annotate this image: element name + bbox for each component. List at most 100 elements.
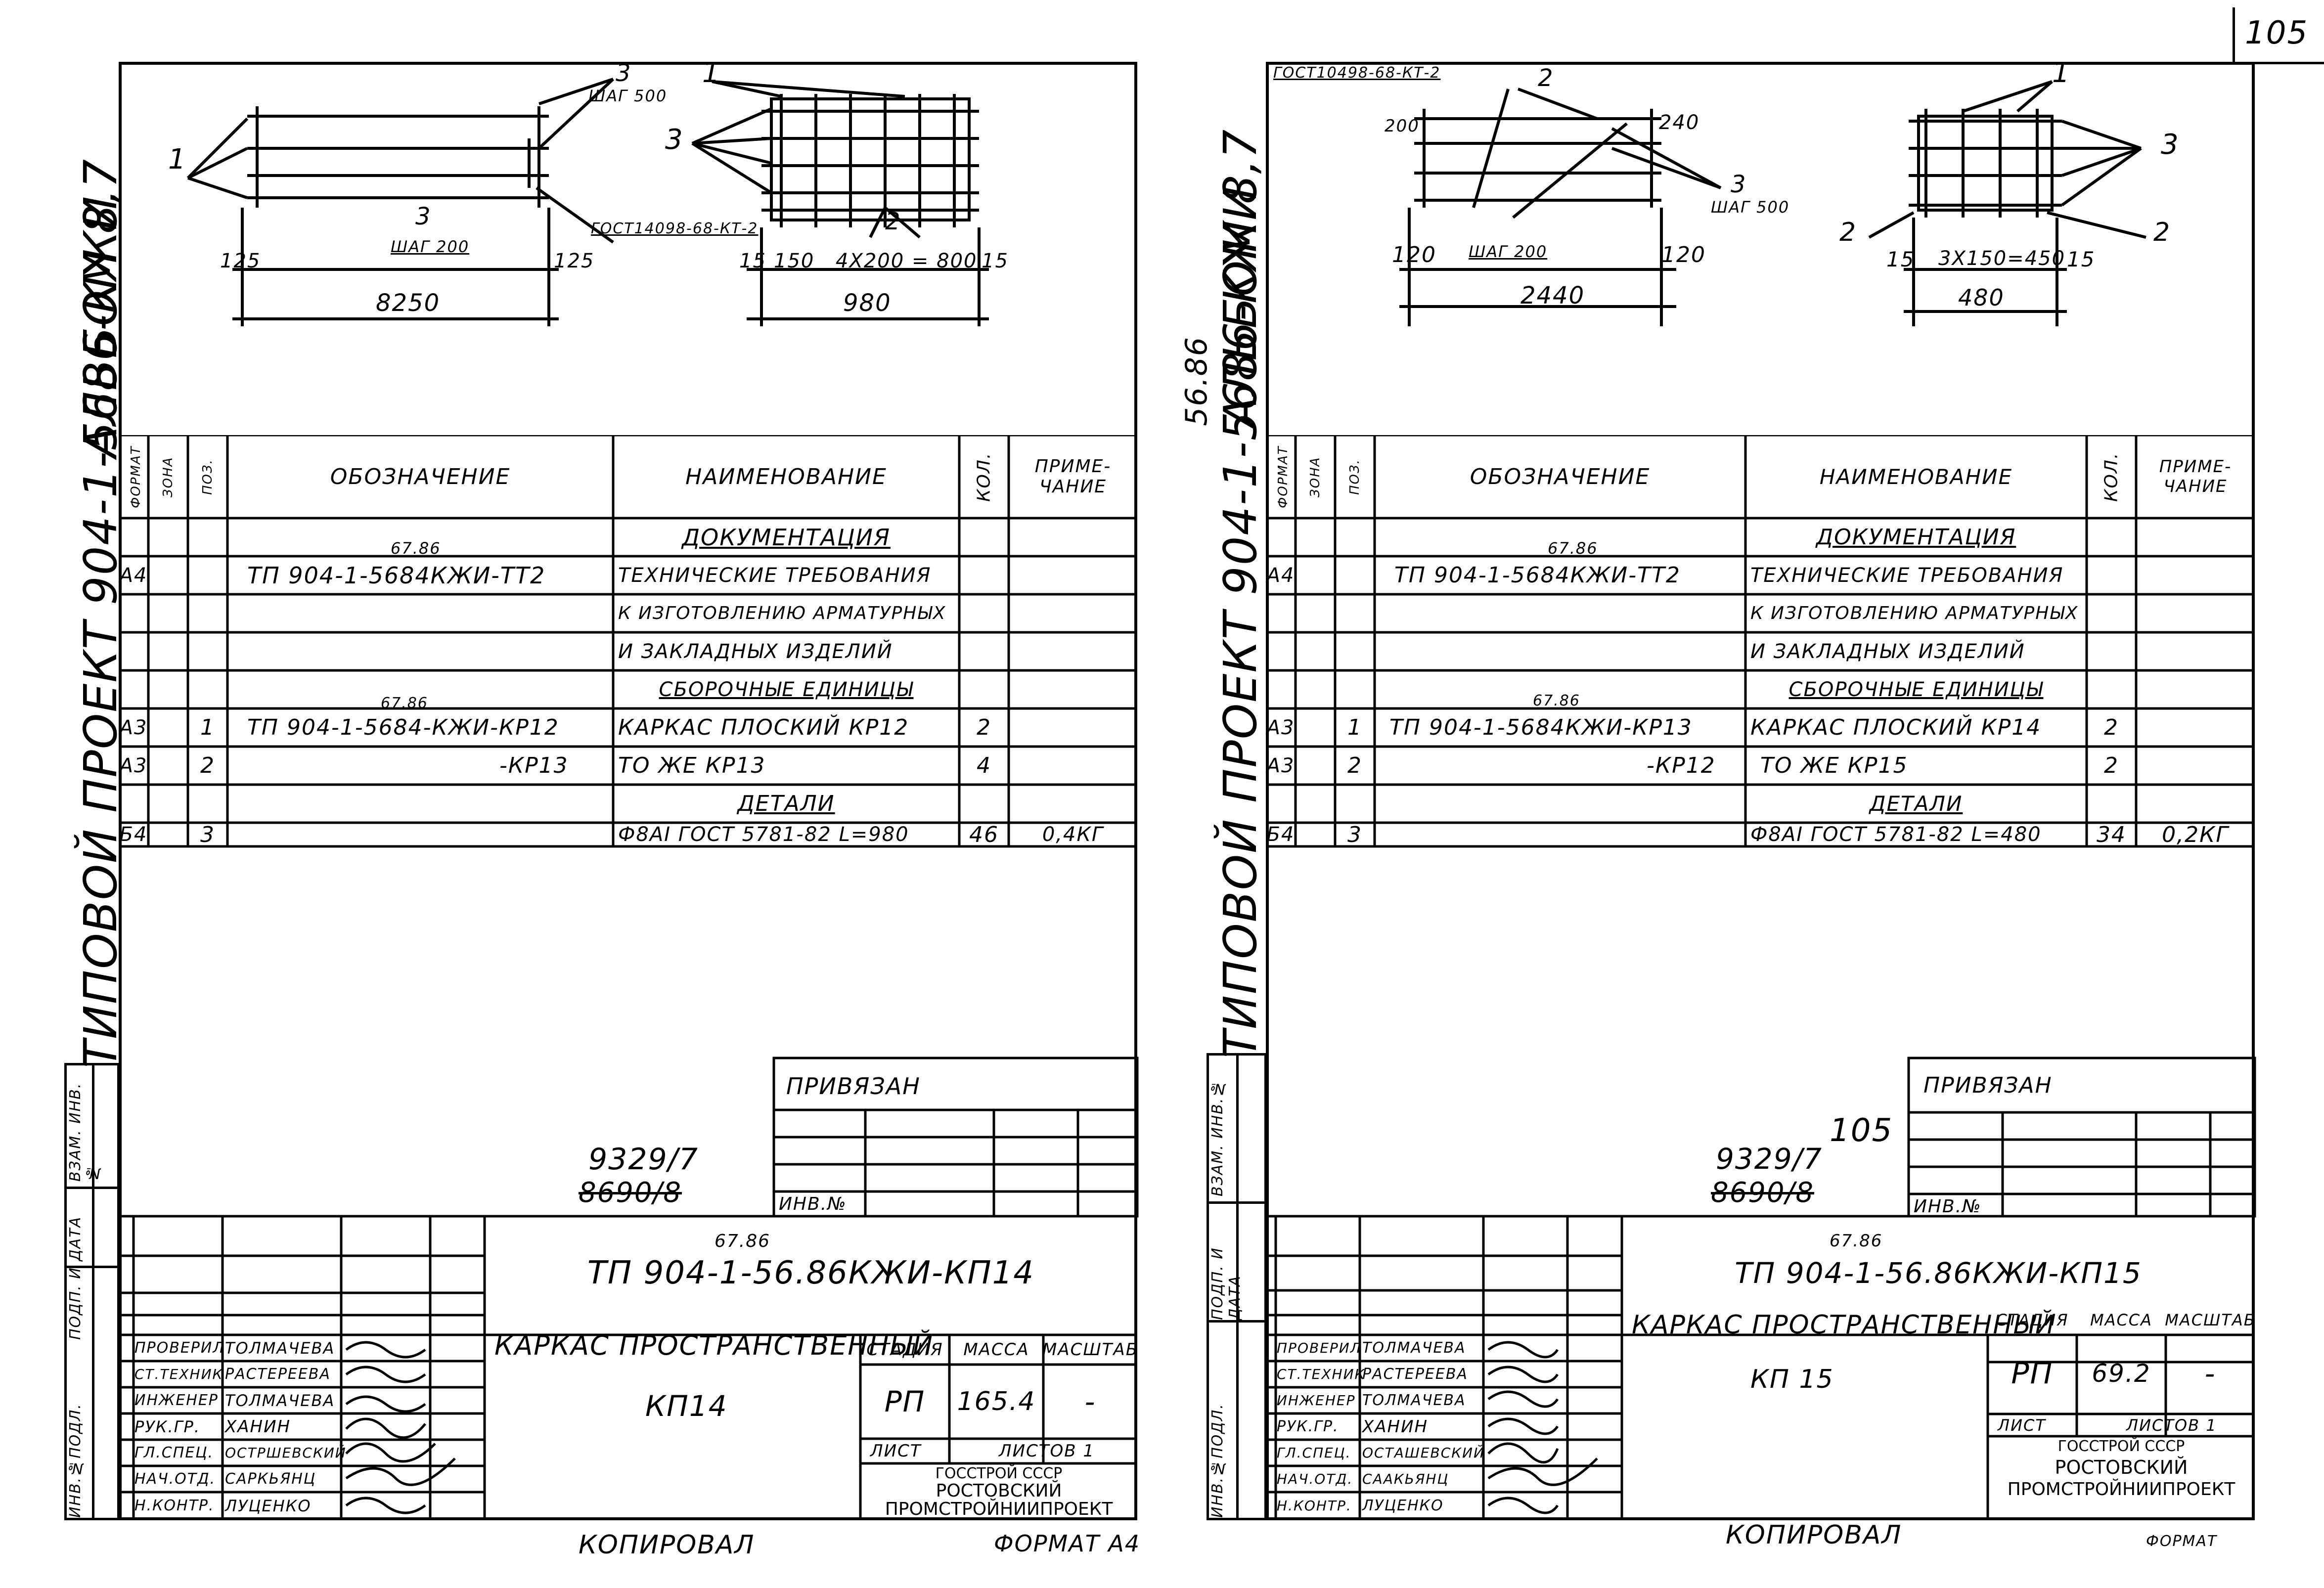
spec-qty: 2 <box>2104 715 2119 740</box>
dim-150: 150 <box>774 250 815 272</box>
spec-designation: ТП 904-1-5684КЖИ-КР13 <box>1389 715 1693 740</box>
role: Инженер <box>1277 1392 1356 1409</box>
sheet-frame <box>1266 62 2255 1520</box>
person: Осташевский <box>1362 1445 1485 1461</box>
spec-format: А4 <box>119 564 148 587</box>
role: Н.контр. <box>134 1497 215 1514</box>
role: Инженер <box>134 1392 219 1409</box>
spec-table <box>1266 435 2255 905</box>
col-name: Наименование <box>1819 464 2013 489</box>
spec-designation: ТП 904-1-5684КЖИ-ТТ2 <box>247 562 546 589</box>
dim-15-a: 15 <box>739 250 766 272</box>
role: Рук.гр. <box>1277 1418 1339 1435</box>
col-designation: Обозначение <box>1470 464 1651 489</box>
spec-table <box>119 435 1137 905</box>
role: Рук.гр. <box>134 1417 200 1436</box>
spec-name: Каркас плоский КР14 <box>1750 715 2042 740</box>
person: Толмачева <box>225 1391 335 1410</box>
person: Луценко <box>1362 1497 1444 1514</box>
spec-pos: 3 <box>1347 822 1362 847</box>
sheet-number-current: 9329/7 <box>1716 1142 1823 1176</box>
role: Гл.спец. <box>134 1444 214 1461</box>
col-designation: Обозначение <box>330 464 511 489</box>
org-line-3: ПРОМСТРОЙНИИПРОЕКТ <box>2007 1479 2235 1500</box>
scale-value: - <box>1084 1385 1096 1418</box>
spec-section: Детали <box>737 791 835 816</box>
spec-section: Документация <box>682 524 891 551</box>
sheet-number-extra: 105 <box>1830 1112 1893 1149</box>
callout-3: 3 <box>2161 129 2180 161</box>
person: Саакьянц <box>1362 1471 1449 1487</box>
spec-name: ф8АI ГОСТ 5781-82 l=980 <box>618 823 909 846</box>
drawing-title-2: КП 15 <box>1750 1365 1834 1394</box>
spec-name: Технические требования <box>1750 564 2064 587</box>
dim-2440: 2440 <box>1520 282 1585 309</box>
copied-by: Копировал <box>579 1530 755 1560</box>
org-line-3: ПРОМСТРОЙНИИПРОЕКТ <box>885 1499 1113 1519</box>
person: Ханин <box>1362 1416 1429 1437</box>
dim-3x150: 3х150=450 <box>1938 247 2066 270</box>
spec-name: То же КР13 <box>618 753 766 778</box>
step-200-label: шаг 200 <box>1469 242 1548 261</box>
spec-format: А3 <box>119 716 148 739</box>
role: Ст.техник <box>1277 1366 1366 1382</box>
dim-125-b: 125 <box>554 250 595 272</box>
spec-designation: ТП 904-1-5684-КЖИ-КР12 <box>247 715 559 740</box>
scale-value: - <box>2204 1356 2216 1390</box>
designation-fix: 67.86 <box>381 695 428 712</box>
spec-section: Детали <box>1869 792 1963 816</box>
spec-note: 0,2кг <box>2162 822 2229 847</box>
inv-no-label: Инв.№ <box>779 1194 847 1214</box>
callout-2: 2 <box>1538 64 1554 92</box>
spec-format: А3 <box>1266 754 1295 777</box>
dim-15-b: 15 <box>982 250 1009 272</box>
col-scale: Масштаб <box>2165 1311 2256 1329</box>
role: Проверил <box>134 1339 225 1357</box>
dim-125-a: 125 <box>220 250 261 272</box>
role: Нач.отд. <box>1277 1471 1353 1487</box>
spec-format: А3 <box>119 754 148 777</box>
spec-pos: 1 <box>200 715 215 740</box>
callout-1b: 1 <box>702 57 721 89</box>
org-line-2: РОСТОВСКИЙ <box>2055 1456 2188 1478</box>
spec-name: Технические требования <box>618 564 932 587</box>
spec-name: и закладных изделий <box>1750 640 2025 663</box>
spec-format: Б4 <box>1266 823 1295 846</box>
stage-value: РП <box>2011 1356 2054 1391</box>
col-note: Приме- чание <box>2159 457 2232 496</box>
dim-240: 240 <box>1659 111 1700 134</box>
person: Толмачева <box>225 1338 335 1358</box>
callout-2c: 2 <box>2153 218 2171 247</box>
spec-qty: 2 <box>977 715 991 740</box>
page-number-rule <box>2233 62 2324 64</box>
sheets-label: Листов 1 <box>999 1441 1095 1461</box>
spec-name: ф8АI ГОСТ 5781-82 l=480 <box>1750 823 2042 846</box>
drawing-title-2: КП14 <box>645 1389 728 1423</box>
person: Толмачева <box>1362 1392 1466 1409</box>
spec-section: Сборочные единицы <box>659 678 914 701</box>
callout-2b: 2 <box>1839 218 1857 247</box>
linked-label: Привязан <box>786 1073 921 1100</box>
col-note: Приме- чание <box>1034 456 1112 497</box>
dim-15-a: 15 <box>1886 247 1915 271</box>
spec-pos: 2 <box>1347 753 1362 778</box>
spec-designation: -КР13 <box>499 753 569 778</box>
sheet-frame <box>119 62 1137 1520</box>
spec-name: и закладных изделий <box>618 640 893 663</box>
gost-note: ГОСТ10498-68-КТ-2 <box>1273 64 1441 82</box>
sheets-label: Листов 1 <box>2126 1415 2217 1435</box>
format-label: Формат <box>2146 1533 2218 1550</box>
linked-label: Привязан <box>1923 1073 2053 1098</box>
person: Саркьянц <box>225 1470 316 1488</box>
sheet-label: Лист <box>1998 1415 2046 1435</box>
spec-pos: 2 <box>200 753 215 778</box>
mass-value: 69.2 <box>2092 1359 2151 1388</box>
designation-fix: 67.86 <box>1533 692 1580 709</box>
spec-name: Каркас плоский КР12 <box>618 715 909 740</box>
spec-qty: 34 <box>2097 822 2126 847</box>
spec-qty: 2 <box>2104 753 2119 778</box>
step-200-label: шаг 200 <box>391 237 470 256</box>
